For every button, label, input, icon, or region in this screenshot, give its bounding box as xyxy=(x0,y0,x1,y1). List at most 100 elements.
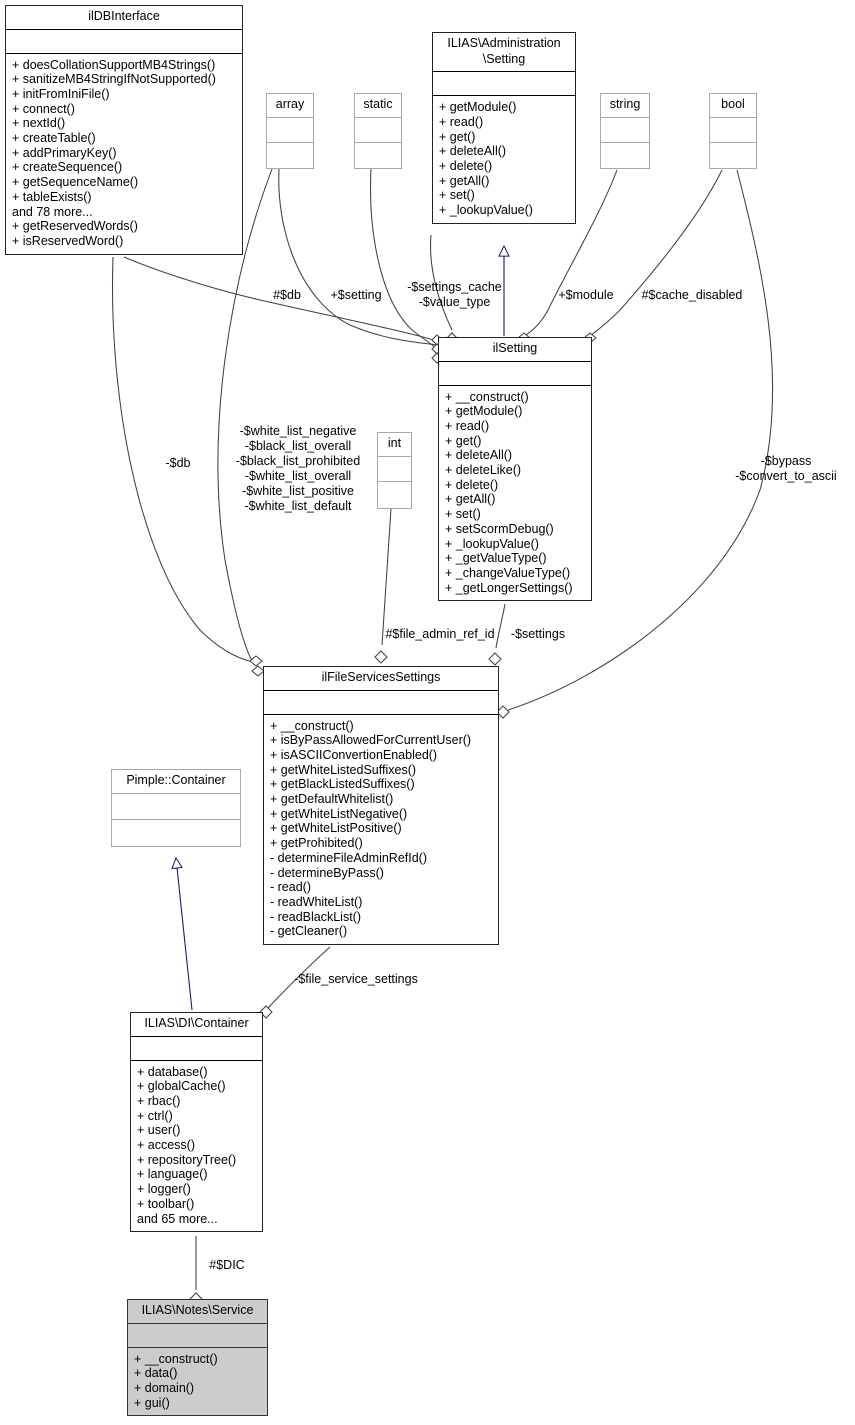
operation: + getAll() xyxy=(445,492,496,507)
class-name: ILIAS\Administration \Setting xyxy=(447,36,561,66)
operation: + setScormDebug() xyxy=(445,521,554,536)
separator xyxy=(378,455,411,457)
operation: + get() xyxy=(445,433,482,448)
operation: + isReservedWord() xyxy=(12,233,124,248)
separator xyxy=(433,71,575,73)
separator xyxy=(601,116,649,118)
operation: + nextId() xyxy=(12,116,66,131)
separator xyxy=(6,52,242,54)
operation: + getBlackListedSuffixes() xyxy=(270,777,415,792)
separator xyxy=(439,384,591,386)
edge-label-dic-protected: #$DIC xyxy=(209,1258,245,1272)
operations-compartment: + getModule() + read() + get() + deleteA… xyxy=(433,96,575,223)
operation: + repositoryTree() xyxy=(137,1152,237,1167)
separator xyxy=(378,481,411,483)
class-box-administration-setting[interactable]: ILIAS\Administration \Setting + getModul… xyxy=(432,32,576,224)
operation: + rbac() xyxy=(137,1094,181,1108)
class-box-array[interactable]: array xyxy=(266,93,314,169)
operation: + _lookupValue() xyxy=(445,536,539,551)
operation: - determineByPass() xyxy=(270,865,384,880)
attributes-compartment xyxy=(601,118,649,142)
operation: + deleteAll() xyxy=(445,448,513,463)
class-box-int[interactable]: int xyxy=(377,432,412,509)
class-name: ILIAS\Notes\Service xyxy=(141,1303,254,1317)
class-box-di-container[interactable]: ILIAS\DI\Container + database() + global… xyxy=(130,1012,263,1233)
class-box-ilfileservicessettings[interactable]: ilFileServicesSettings + __construct() +… xyxy=(263,666,499,945)
attributes-compartment xyxy=(264,691,498,714)
edge-label-db-private: -$db xyxy=(165,456,191,470)
operations-compartment xyxy=(355,143,401,168)
operation: + isASCIIConvertionEnabled() xyxy=(270,748,438,762)
class-name: ilDBInterface xyxy=(88,9,160,23)
class-box-static[interactable]: static xyxy=(354,93,402,169)
attributes-compartment xyxy=(131,1037,262,1060)
class-box-pimple-container[interactable]: Pimple::Container xyxy=(111,769,241,847)
class-box-bool[interactable]: bool xyxy=(709,93,757,169)
attributes-compartment xyxy=(112,794,240,819)
operation: + getWhiteListPositive() xyxy=(270,821,402,836)
operation: + createTable() xyxy=(12,131,96,146)
operation: + logger() xyxy=(137,1182,191,1197)
operation: + getProhibited() xyxy=(270,836,363,851)
operations-compartment xyxy=(112,820,240,846)
operation: + getSequenceName() xyxy=(12,175,139,190)
operation: + _changeValueType() xyxy=(445,565,571,580)
separator xyxy=(710,141,756,143)
operation: + initFromIniFile() xyxy=(12,87,110,101)
separator xyxy=(131,1059,262,1061)
operation: + database() xyxy=(137,1064,208,1079)
operations-compartment: + database() + globalCache() + rbac() + … xyxy=(131,1061,262,1232)
class-name: int xyxy=(387,436,402,450)
operation: + _lookupValue() xyxy=(439,203,533,218)
operation: + user() xyxy=(137,1123,181,1138)
class-name: Pimple::Container xyxy=(126,773,226,787)
attributes-compartment xyxy=(439,362,591,385)
operation: + _getLongerSettings() xyxy=(445,580,573,595)
operation: + get() xyxy=(439,129,476,144)
operation: + getWhiteListedSuffixes() xyxy=(270,762,417,777)
separator xyxy=(601,141,649,143)
operation: and 78 more... xyxy=(12,204,93,219)
separator xyxy=(128,1322,267,1324)
operation: + globalCache() xyxy=(137,1079,226,1094)
class-name: bool xyxy=(721,97,745,111)
separator xyxy=(267,141,313,143)
class-name: ilSetting xyxy=(492,341,538,355)
operations-compartment xyxy=(378,482,411,508)
separator xyxy=(355,116,401,118)
class-box-notes-service[interactable]: ILIAS\Notes\Service + __construct() + da… xyxy=(127,1299,268,1417)
operation: + access() xyxy=(137,1138,196,1153)
operation: + createSequence() xyxy=(12,160,123,175)
edge-label-white-black-lists: -$white_list_negative -$black_list_overa… xyxy=(235,424,361,513)
operation: + deleteLike() xyxy=(445,463,522,478)
operation: + read() xyxy=(445,419,490,433)
operation: - readWhiteList() xyxy=(270,894,363,909)
operation: + _getValueType() xyxy=(445,551,547,566)
operation: + connect() xyxy=(12,101,75,116)
operations-compartment xyxy=(710,143,756,168)
operations-compartment xyxy=(601,143,649,168)
operation: + toolbar() xyxy=(137,1196,195,1211)
attributes-compartment xyxy=(267,118,313,142)
class-name: static xyxy=(363,97,393,111)
operations-compartment: + doesCollationSupportMB4Strings() + san… xyxy=(6,54,242,254)
edge-label-setting-public: +$setting xyxy=(330,288,382,302)
operation: + language() xyxy=(137,1167,208,1182)
operations-compartment: + __construct() + isByPassAllowedForCurr… xyxy=(264,715,498,944)
class-box-string[interactable]: string xyxy=(600,93,650,169)
separator xyxy=(267,116,313,118)
operation: + domain() xyxy=(134,1381,195,1395)
operation: + getModule() xyxy=(445,404,523,419)
operation: and 65 more... xyxy=(137,1211,218,1226)
operation: + read() xyxy=(439,114,484,129)
separator xyxy=(355,141,401,143)
separator xyxy=(112,792,240,794)
operations-compartment: + __construct() + data() + domain() + gu… xyxy=(128,1348,267,1416)
class-name: ILIAS\DI\Container xyxy=(144,1016,249,1030)
operations-compartment xyxy=(267,143,313,168)
class-box-ildbinterface[interactable]: ilDBInterface + doesCollationSupportMB4S… xyxy=(5,5,243,255)
class-name: string xyxy=(609,97,641,111)
operation: + __construct() xyxy=(445,389,529,404)
class-box-ilsetting[interactable]: ilSetting + __construct() + getModule() … xyxy=(438,337,592,602)
operation: - determineFileAdminRefId() xyxy=(270,850,427,865)
